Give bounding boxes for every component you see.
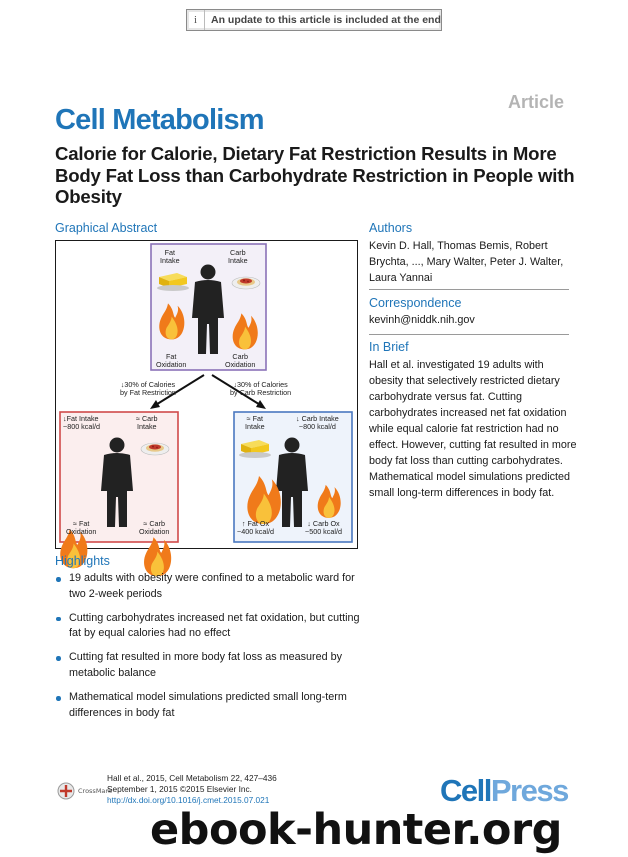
cellpress-logo: CellPress: [440, 773, 569, 808]
pasta-icon: [231, 276, 261, 290]
right-carb-oxidation-label: ↓ Carb Ox~500 kcal/d: [305, 519, 342, 537]
update-banner-text: An update to this article is included at…: [211, 14, 441, 26]
list-item: Cutting fat resulted in more body fat lo…: [55, 650, 365, 681]
info-icon: i: [187, 10, 205, 30]
arrow-icon: [153, 374, 205, 407]
update-banner[interactable]: i An update to this article is included …: [186, 9, 442, 31]
arrow-icon: [211, 374, 263, 407]
in-brief-text: Hall et al. investigated 19 adults with …: [369, 359, 577, 499]
in-brief-heading: In Brief: [369, 340, 409, 354]
pasta-icon: [140, 442, 170, 456]
journal-title: Cell Metabolism: [55, 104, 265, 136]
correspondence-email[interactable]: kevinh@niddk.nih.gov: [369, 314, 475, 326]
doi-link[interactable]: http://dx.doi.org/10.1016/j.cmet.2015.07…: [107, 794, 270, 805]
graphical-abstract-figure: [55, 240, 358, 549]
crossmark-icon: [57, 782, 75, 800]
crossmark-label: CrossMark: [78, 787, 112, 795]
bullet-icon: [56, 616, 61, 622]
right-fat-oxidation-label: ↑ Fat Ox~400 kcal/d: [237, 519, 274, 537]
article-title: Calorie for Calorie, Dietary Fat Restric…: [55, 143, 575, 207]
bullet-icon: [56, 656, 61, 661]
right-carb-intake-label: ↓ Carb Intake~800 kcal/d: [296, 414, 339, 432]
bullet-icon: [56, 577, 61, 582]
article-type: Article: [508, 92, 565, 112]
list-item: 19 adults with obesity were confined to …: [55, 571, 365, 602]
watermark: ebook-hunter.org: [150, 805, 562, 855]
highlights-list: 19 adults with obesity were confined to …: [55, 571, 365, 730]
graphical-abstract-heading: Graphical Abstract: [55, 221, 158, 235]
highlights-heading: Highlights: [55, 554, 110, 568]
authors-heading: Authors: [369, 221, 413, 235]
divider: [369, 289, 569, 290]
authors-text: Kevin D. Hall, Thomas Bemis, Robert Bryc…: [369, 240, 564, 284]
divider: [369, 334, 569, 335]
crossmark-badge[interactable]: CrossMark: [57, 782, 112, 800]
bullet-icon: [56, 696, 61, 701]
left-fat-intake-label: ↓Fat Intake~800 kcal/d: [63, 414, 100, 432]
correspondence-heading: Correspondence: [369, 296, 462, 310]
citation: Hall et al., 2015, Cell Metabolism 22, 4…: [107, 773, 277, 805]
list-item: Cutting carbohydrates increased net fat …: [55, 611, 365, 642]
list-item: Mathematical model simulations predicted…: [55, 690, 365, 721]
